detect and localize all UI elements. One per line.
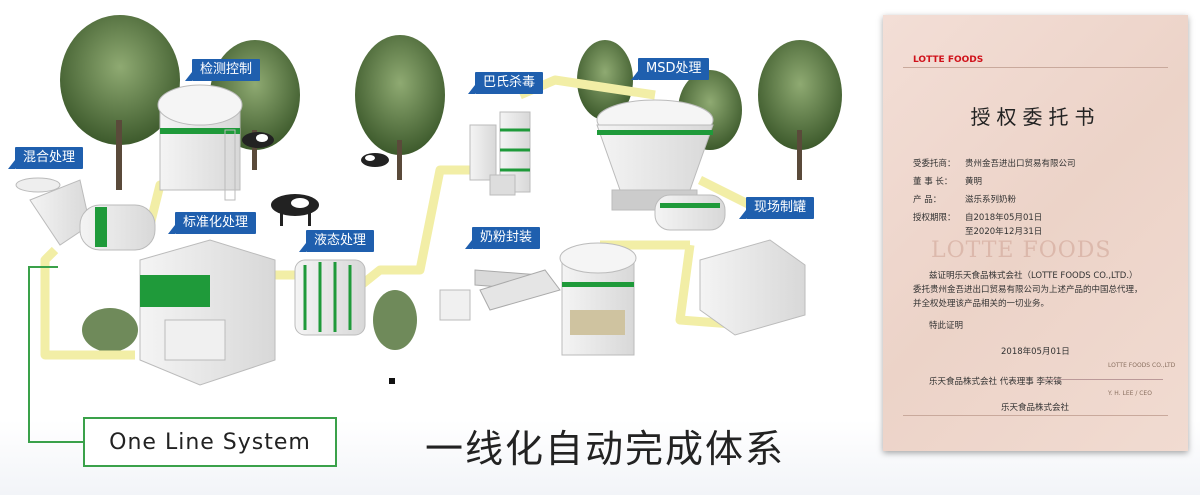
cert-divider (903, 67, 1168, 68)
one-line-system-label: One Line System (83, 417, 337, 467)
tag-liquid: 液态处理 (298, 230, 375, 252)
connector-line (28, 441, 84, 443)
liquid-unit (294, 259, 366, 336)
tag-mixing: 混合处理 (7, 147, 84, 169)
main-title: 一线化自动完成体系 (425, 427, 786, 471)
cert-date: 2018年05月01日 (1001, 347, 1070, 357)
connector-line (28, 266, 58, 268)
tag-canning: 现场制罐 (738, 197, 815, 219)
cert-stamp-company: LOTTE FOODS CO.,LTD (1108, 362, 1176, 369)
cert-field: 受委托商：贵州金吾进出口贸易有限公司 (913, 159, 1076, 169)
msd-dryer (596, 99, 714, 211)
cert-body-line: 委托贵州金吾进出口贸易有限公司为上述产品的中国总代理， (913, 285, 1143, 295)
authorization-certificate: LOTTE FOODS 授权委托书 受委托商：贵州金吾进出口贸易有限公司 董 事… (883, 15, 1188, 451)
cert-proof: 特此证明 (929, 321, 964, 331)
cert-brand-logo: LOTTE FOODS (913, 55, 984, 65)
cert-field: 产 品：滋乐系列奶粉 (913, 195, 1017, 205)
pasteurization-tanks (469, 111, 531, 196)
cert-body-line: 并全权处理该产品相关的一切业务。 (913, 299, 1050, 309)
connector-line (28, 266, 30, 442)
cert-field: 授权期限：自2018年05月01日 (913, 213, 1043, 223)
cert-divider (903, 415, 1168, 416)
cert-watermark: LOTTE FOODS (931, 238, 1112, 263)
tag-standardization: 标准化处理 (167, 212, 257, 234)
cert-signatory: 乐天食品株式会社 代表理事 李荣镐 (929, 377, 1062, 387)
tag-msd: MSD处理 (630, 58, 710, 80)
cert-field: 至2020年12月31日 (965, 227, 1043, 237)
cert-signature-name: Y. H. LEE / CEO (1108, 390, 1152, 397)
cows (242, 132, 389, 226)
trees (60, 15, 842, 352)
tag-pasteurization: 巴氏杀毒 (467, 72, 544, 94)
tag-inspection: 检测控制 (184, 59, 261, 81)
standardization-building (139, 239, 276, 386)
cert-title: 授权委托书 (970, 105, 1101, 129)
tag-powder-packing: 奶粉封装 (464, 227, 541, 249)
cert-footer-company: 乐天食品株式会社 (1001, 403, 1070, 413)
cert-field: 董 事 长：黄明 (913, 177, 983, 187)
powder-packing (439, 242, 637, 356)
canning-machine (654, 194, 806, 336)
inspection-silo (157, 84, 243, 201)
cert-body-line: 兹证明乐天食品株式会社（LOTTE FOODS CO.,LTD.） (929, 271, 1138, 281)
cert-signature-line (1043, 379, 1163, 380)
marker-dot (389, 378, 395, 384)
mixing-machine (15, 177, 156, 251)
